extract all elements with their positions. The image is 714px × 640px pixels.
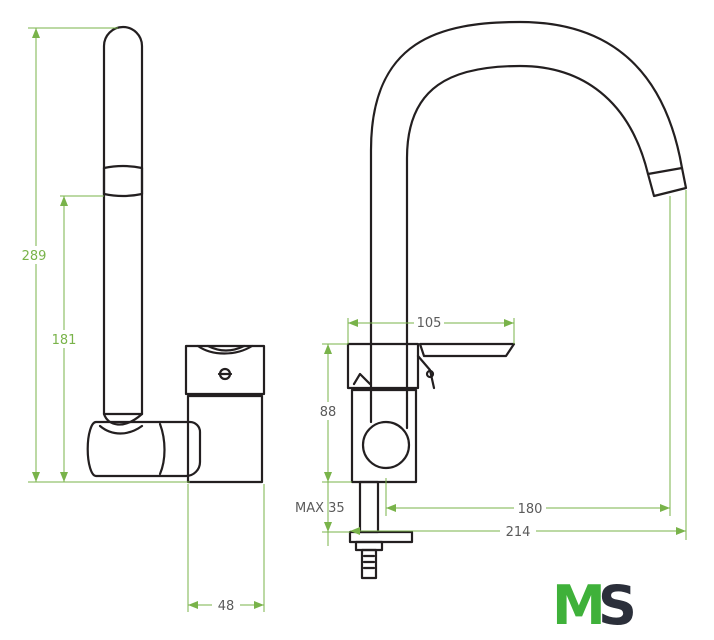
dim-total-reach: 214 <box>506 525 531 540</box>
nut <box>354 540 384 552</box>
spout-outer <box>369 20 684 400</box>
threaded-rod <box>358 480 380 534</box>
side-tube <box>102 25 144 416</box>
rod-end <box>360 548 378 580</box>
front-view <box>346 20 688 580</box>
spout-tip <box>646 166 688 198</box>
lever <box>418 342 516 358</box>
dim-body-height: 88 <box>320 405 337 420</box>
dim-spout-reach: 180 <box>518 502 543 517</box>
side-pivot <box>86 420 202 478</box>
front-collar <box>346 342 420 390</box>
ms-logo: M S <box>552 574 637 637</box>
front-body <box>350 388 418 484</box>
dim-pivot-height: 181 <box>52 333 77 348</box>
side-handle-block <box>184 344 266 396</box>
dim-handle-length: 105 <box>417 316 442 331</box>
side-ring-bottom <box>102 192 144 198</box>
logo-letter-m: M <box>552 574 606 637</box>
dimension-lines <box>28 27 687 612</box>
logo-letter-s: S <box>598 574 637 637</box>
spout-inner <box>405 64 650 400</box>
side-body <box>186 394 264 484</box>
front-pivot <box>361 420 411 470</box>
side-view <box>86 25 266 484</box>
side-ring-top <box>102 164 144 170</box>
dim-max-thickness: MAX 35 <box>295 501 345 516</box>
dim-total-height: 289 <box>22 249 47 264</box>
dim-base-width: 48 <box>218 599 235 614</box>
dimension-labels: 289 181 48 105 88 MAX 35 180 214 <box>16 246 546 614</box>
